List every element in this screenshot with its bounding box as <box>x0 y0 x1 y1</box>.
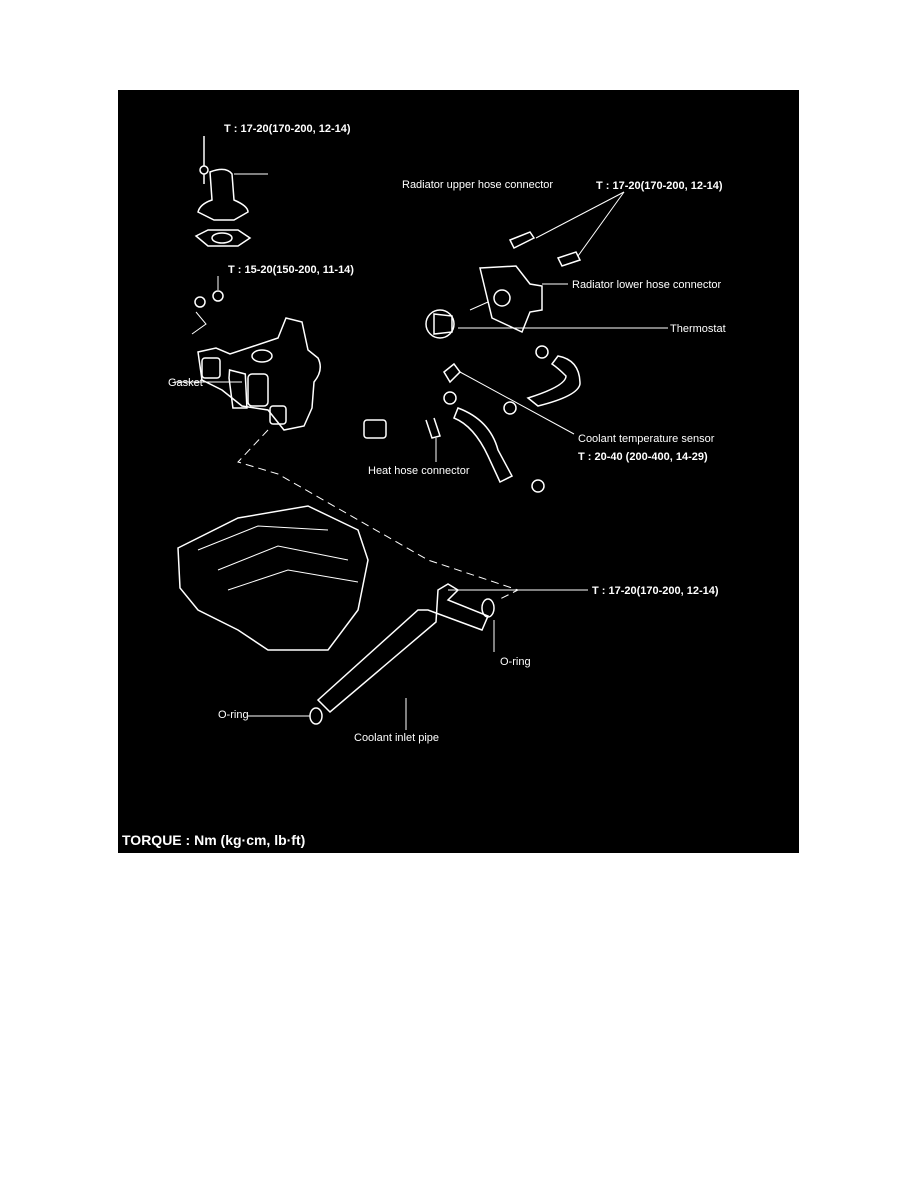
upper-hose-connector-part <box>194 136 268 247</box>
label-radiator-upper-hose-connector: Radiator upper hose connector <box>402 179 554 191</box>
torque-units-footer: TORQUE : Nm (kg·cm, lb·ft) <box>122 832 306 848</box>
torque-label-lower-connector: T : 17-20(170-200, 12-14) <box>596 180 723 192</box>
torque-label-upper-connector: T : 17-20(170-200, 12-14) <box>224 123 351 135</box>
label-gasket: Gasket <box>168 377 203 389</box>
torque-label-nut: T : 15-20(150-200, 11-14) <box>228 264 354 276</box>
label-heat-hose-connector: Heat hose connector <box>368 465 470 477</box>
label-o-ring-left: O-ring <box>218 709 249 721</box>
torque-label-sensor: T : 20-40 (200-400, 14-29) <box>578 451 708 463</box>
label-coolant-inlet-pipe: Coolant inlet pipe <box>354 732 440 744</box>
diagram-panel: T : 17-20(170-200, 12-14) Radiator upper… <box>118 90 799 853</box>
label-radiator-lower-hose-connector: Radiator lower hose connector <box>572 279 722 291</box>
label-coolant-temperature-sensor: Coolant temperature sensor <box>578 433 715 445</box>
label-thermostat: Thermostat <box>670 323 726 335</box>
label-o-ring-right: O-ring <box>500 656 531 668</box>
torque-label-inlet-pipe: T : 17-20(170-200, 12-14) <box>592 585 719 597</box>
cooling-system-exploded-drawing <box>174 136 668 730</box>
